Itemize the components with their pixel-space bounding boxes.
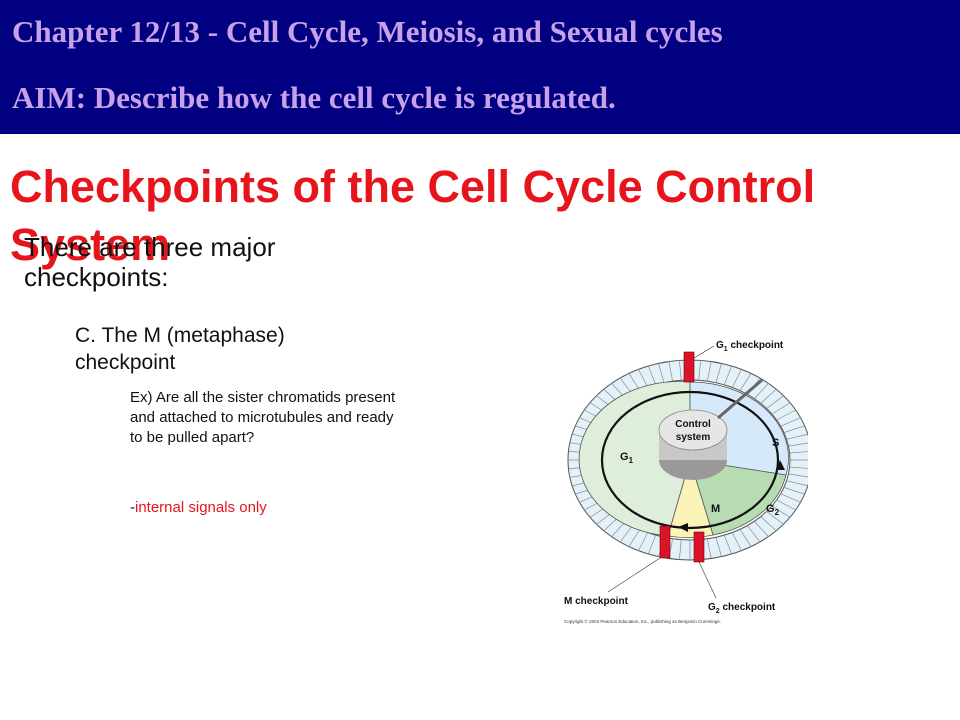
- note-highlight: internal signals only: [135, 499, 267, 516]
- arrow-head-right: [776, 460, 785, 470]
- example-text: Ex) Are all the sister chromatids presen…: [130, 389, 396, 446]
- control-drum-top: [658, 409, 728, 451]
- intro-text: There are three major checkpoints:: [24, 232, 276, 292]
- g2-checkpoint-flag: [693, 531, 705, 563]
- system-label: system: [676, 432, 711, 443]
- ring-tick: [739, 373, 752, 391]
- ring-tick: [679, 539, 682, 560]
- ring-tick: [679, 360, 682, 381]
- ring-tick: [754, 521, 769, 537]
- cell-cycle-svg: Control system G1 S M G2 G1 checkpoint M…: [564, 340, 813, 624]
- ring-tick: [766, 395, 784, 409]
- phase-s-label: S: [772, 437, 779, 449]
- g2-checkpoint-label: G2 checkpoint: [708, 602, 776, 615]
- ring-tick: [731, 369, 742, 388]
- g1-sector: [578, 381, 691, 537]
- m-checkpoint-flag: [659, 525, 671, 559]
- arrow-head-bottom: [678, 523, 688, 532]
- ring-tick: [747, 525, 761, 543]
- ring-tick: [783, 487, 805, 495]
- m-checkpoint-label: M checkpoint: [564, 596, 629, 607]
- cell-cycle-diagram: Control system G1 S M G2 G1 checkpoint M…: [548, 330, 813, 630]
- ring-tick: [788, 473, 811, 478]
- ring-tick: [786, 480, 808, 487]
- ring-tick: [723, 535, 733, 555]
- ring-tick: [723, 365, 733, 385]
- control-label: Control: [675, 419, 711, 430]
- phase-g2-label: G2: [766, 503, 780, 517]
- ring-tick: [647, 365, 657, 385]
- g1-callout-line: [693, 345, 715, 359]
- ring-tick: [788, 442, 811, 447]
- ring-tick: [783, 425, 805, 433]
- ring-tick: [628, 529, 641, 547]
- chapter-heading: Chapter 12/13 - Cell Cycle, Meiosis, and…: [12, 14, 723, 49]
- ring-tick: [707, 538, 712, 559]
- copyright-text: Copyright © 2003 Pearson Education, Inc.…: [564, 618, 721, 624]
- ring-tick: [780, 417, 801, 427]
- g1-checkpoint-flag: [683, 351, 695, 383]
- g2-callout-line: [698, 561, 717, 599]
- aim-heading: AIM: Describe how the cell cycle is regu…: [12, 80, 616, 115]
- ring-tick: [647, 535, 657, 555]
- ring-tick: [715, 537, 722, 557]
- g1-checkpoint-label: G1 checkpoint: [716, 340, 784, 353]
- note-prefix: -: [130, 499, 135, 516]
- note-text: -internal signals only: [130, 498, 410, 518]
- ring-tick: [789, 466, 812, 470]
- ring-tick: [611, 521, 626, 537]
- ring-tick: [731, 532, 742, 551]
- ring-tick: [789, 450, 812, 454]
- ring-tick: [628, 373, 641, 391]
- ring-ticks: [568, 360, 812, 560]
- ring-tick: [766, 511, 784, 525]
- ring-tick: [786, 433, 808, 440]
- ring-tick: [771, 402, 791, 415]
- cycle-arrow: [600, 390, 780, 530]
- ring-tick: [776, 409, 796, 421]
- ring-tick: [776, 499, 796, 511]
- checkpoint-point: C. The M (metaphase) checkpoint: [75, 324, 285, 374]
- ring-tick: [760, 516, 777, 531]
- ring-tick: [638, 369, 649, 388]
- ring-tick: [698, 360, 701, 381]
- m-callout-line: [607, 557, 661, 593]
- slide-title: Checkpoints of the Cell Cycle Control Sy…: [10, 161, 816, 270]
- ring-tick: [707, 361, 712, 382]
- ring-tick: [715, 363, 722, 383]
- ring-tick: [619, 525, 633, 543]
- ring-tick: [771, 505, 791, 518]
- ring-tick: [668, 361, 673, 382]
- control-pointer: [717, 378, 763, 420]
- slide-header: Chapter 12/13 - Cell Cycle, Meiosis, and…: [0, 0, 960, 134]
- ring-tick: [638, 532, 649, 551]
- phase-m-label: M: [711, 503, 720, 515]
- ring-tick: [760, 389, 777, 404]
- phase-g1-label: G1: [620, 451, 634, 465]
- ring-tick: [754, 383, 769, 399]
- ring-tick: [658, 363, 665, 383]
- ring-tick: [780, 493, 801, 503]
- g2-sector: [689, 459, 787, 536]
- ring-tick: [739, 529, 752, 547]
